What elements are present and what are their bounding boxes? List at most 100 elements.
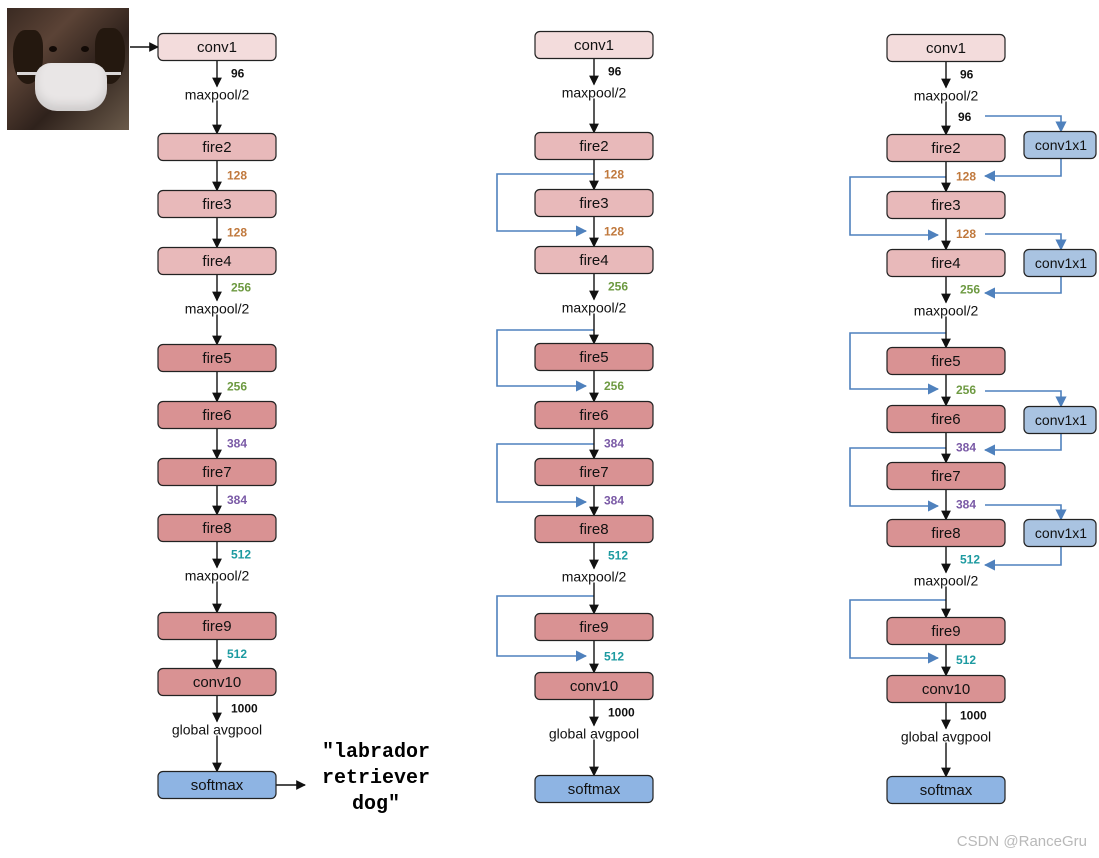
- output-prediction-label: "labrador retriever dog": [321, 741, 431, 816]
- col1-fire7-node-rect: [157, 457, 277, 487]
- col2-fire9-node-rect: [534, 612, 654, 642]
- col3-conv1x1-rect-4: [1023, 518, 1097, 548]
- col1-fire6-node-label: fire6: [202, 407, 231, 424]
- col1-fire9-node-label: fire9: [202, 618, 231, 635]
- col1-fire3-node-rect: [157, 189, 277, 219]
- label-layer: 96maxpool/2128128256maxpool/225638438451…: [172, 65, 991, 745]
- col3-conv10-node-label: conv10: [922, 681, 970, 698]
- col3-fire7-node-label: fire7: [931, 468, 960, 485]
- col2-fire5-node: fire5: [534, 342, 654, 372]
- col2-fire5-node-rect: [534, 342, 654, 372]
- col3-fire2-node-rect: [886, 133, 1006, 163]
- col1-fire9-node: fire9: [157, 611, 277, 641]
- col1-channel-4: 256: [227, 380, 247, 394]
- arrow-layer: [130, 42, 951, 790]
- col3-conv1x1-label-3: conv1x1: [1035, 412, 1087, 428]
- col3-fire7-node: fire7: [886, 461, 1006, 491]
- col1-channel-6: 384: [227, 493, 247, 507]
- col2-softmax-node: softmax: [534, 774, 654, 804]
- col1-fire5-node-label: fire5: [202, 350, 231, 367]
- col2-fire7-node-rect: [534, 457, 654, 487]
- col3-pool-3: maxpool/2: [914, 303, 979, 319]
- col3-fire7-node-rect: [886, 461, 1006, 491]
- col3-conv1x1-node-1: conv1x1: [1023, 130, 1097, 160]
- col1-fire7-node: fire7: [157, 457, 277, 487]
- col3-fire4-node: fire4: [886, 248, 1006, 278]
- col1-pool-9: global avgpool: [172, 722, 262, 738]
- col3-conv1x1-label-4: conv1x1: [1035, 525, 1087, 541]
- col1-softmax-node: softmax: [157, 770, 277, 800]
- col3-conv10-node: conv10: [886, 674, 1006, 704]
- col1-fire3-node-label: fire3: [202, 196, 231, 213]
- col2-channel-9: 1000: [608, 706, 635, 720]
- col1-pool-3: maxpool/2: [185, 301, 250, 317]
- col3-bypass-6: [849, 447, 946, 512]
- col3-pool-7: maxpool/2: [914, 573, 979, 589]
- col2-fire2-node: fire2: [534, 131, 654, 161]
- input-dog-photo: [7, 8, 129, 130]
- col3-conv1x1-node-2: conv1x1: [1023, 248, 1097, 278]
- watermark: CSDN @RanceGru: [956, 833, 1087, 850]
- col3-conv1-node: conv1: [886, 33, 1006, 63]
- col3-conv1x1-rect-2: [1023, 248, 1097, 278]
- col2-fire9-node: fire9: [534, 612, 654, 642]
- col2-channel-7: 512: [608, 549, 628, 563]
- col3-conv1x1-out-1: [983, 158, 1062, 182]
- col2-fire2-node-rect: [534, 131, 654, 161]
- col3-conv1x1-in-4: [985, 504, 1067, 521]
- col1-fire2-node-label: fire2: [202, 139, 231, 156]
- col3-pool-0: maxpool/2: [914, 88, 979, 104]
- col2-conv10-node-label: conv10: [570, 678, 618, 695]
- col3-channel-4: 256: [956, 383, 976, 397]
- col1-fire4-node-label: fire4: [202, 253, 231, 270]
- col3-channel-3: 256: [960, 283, 980, 297]
- col1-softmax-node-label: softmax: [191, 777, 244, 794]
- col3-pool-9: global avgpool: [901, 729, 991, 745]
- col3-conv1-node-label: conv1: [926, 40, 966, 57]
- col2-conv10-node-rect: [534, 671, 654, 701]
- col2-fire8-node-rect: [534, 514, 654, 544]
- col1-conv1-node-label: conv1: [197, 39, 237, 56]
- col1-fire4-node-rect: [157, 246, 277, 276]
- col2-channel-1: 128: [604, 168, 624, 182]
- col2-channel-6: 384: [604, 494, 624, 508]
- col1-fire8-node: fire8: [157, 513, 277, 543]
- dog-eye-left: [49, 46, 57, 52]
- col1-fire5-node: fire5: [157, 343, 277, 373]
- col3-channel-5: 384: [956, 441, 976, 455]
- col3-channel-8: 512: [956, 653, 976, 667]
- col1-conv10-node-rect: [157, 667, 277, 697]
- col3-bypass-4: [849, 332, 946, 395]
- col1-fire6-node: fire6: [157, 400, 277, 430]
- col2-fire8-node: fire8: [534, 514, 654, 544]
- col2-conv1-node-label: conv1: [574, 37, 614, 54]
- col3-fire6-node-label: fire6: [931, 411, 960, 428]
- col3-conv1x1-in-2: [985, 233, 1067, 251]
- col3-conv1x1-node-3: conv1x1: [1023, 405, 1097, 435]
- col3-softmax-node-label: softmax: [920, 782, 973, 799]
- col3-conv1x1-out-4: [983, 546, 1062, 571]
- col1-channel-0: 96: [231, 67, 245, 81]
- col3-bypass-8: [849, 599, 946, 664]
- col3-conv1-node-rect: [886, 33, 1006, 63]
- col3-channel-6: 384: [956, 498, 976, 512]
- col3-fire6-node: fire6: [886, 404, 1006, 434]
- col3-conv10-node-rect: [886, 674, 1006, 704]
- bypass-layer: [496, 115, 1067, 664]
- col2-bypass-2: [496, 173, 594, 237]
- col1-conv1-node: conv1: [157, 32, 277, 62]
- col3-fire3-node: fire3: [886, 190, 1006, 220]
- col2-fire7-node: fire7: [534, 457, 654, 487]
- col3-conv1x1-label-1: conv1x1: [1035, 137, 1087, 153]
- col3-conv1x1-out-3: [983, 433, 1062, 456]
- col2-channel-8: 512: [604, 650, 624, 664]
- col2-fire3-node-label: fire3: [579, 195, 608, 212]
- col2-fire6-node: fire6: [534, 400, 654, 430]
- col1-pool-0: maxpool/2: [185, 87, 250, 103]
- col3-fire6-node-rect: [886, 404, 1006, 434]
- col1-channel-5: 384: [227, 437, 247, 451]
- col2-channel-3: 256: [608, 280, 628, 294]
- dog-eye-right: [81, 46, 89, 52]
